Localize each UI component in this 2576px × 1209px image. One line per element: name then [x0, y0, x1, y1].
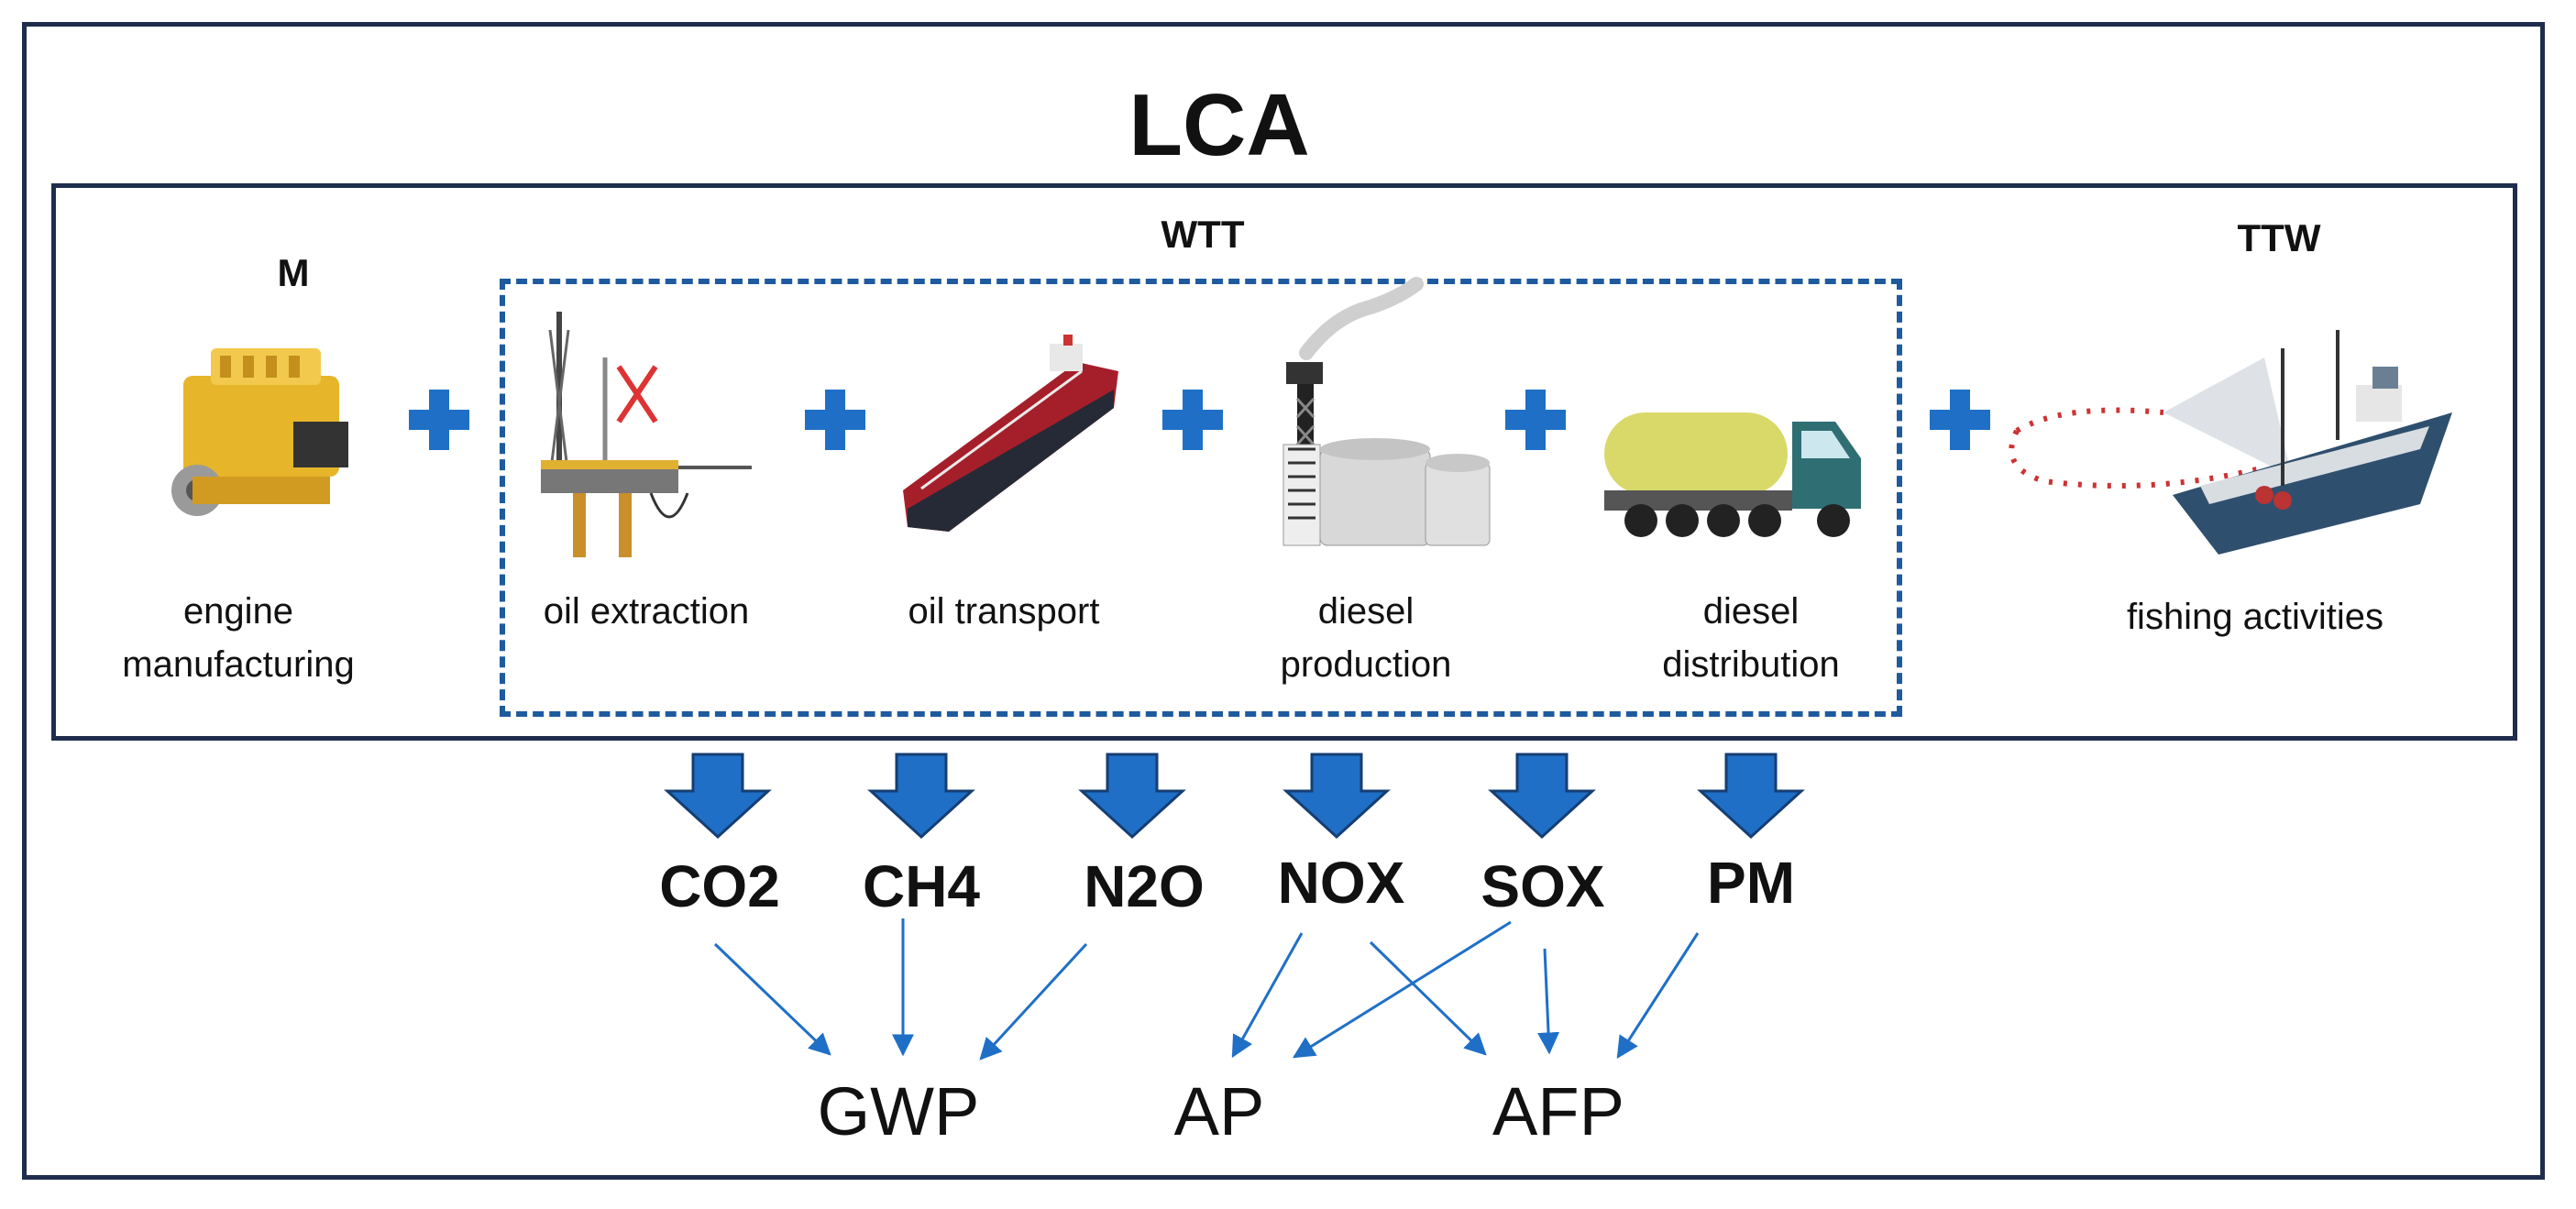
- impact-label-ap: AP: [1173, 1073, 1265, 1149]
- link-nox-afp: [1369, 940, 1487, 1056]
- wtt-dashed-frame: [500, 279, 1902, 717]
- down-arrow-icon: [1488, 753, 1596, 840]
- link-nox-ap: [1231, 932, 1304, 1059]
- page-title: LCA: [1128, 76, 1310, 174]
- inner-frame: [51, 183, 2517, 741]
- stage-label-fishing-activities: fishing activities: [2126, 597, 2384, 637]
- down-arrow-icon: [1697, 753, 1805, 840]
- down-arrow-icon: [1282, 753, 1391, 840]
- refinery-icon: [1282, 277, 1491, 546]
- plus-icon: [1930, 390, 1990, 450]
- down-arrow-icon: [867, 753, 975, 840]
- emission-label-nox: NOX: [1277, 850, 1405, 916]
- plus-icon: [1162, 390, 1223, 450]
- fishing-boat-icon: [2009, 330, 2452, 555]
- emission-label-ch4: CH4: [862, 853, 981, 919]
- oil-rig-icon: [541, 312, 752, 557]
- outer-frame: [22, 22, 2545, 1180]
- stage-label-oil-transport: oil transport: [908, 591, 1100, 632]
- tanker-truck-icon: [1604, 412, 1861, 537]
- emission-label-pm: PM: [1707, 850, 1795, 916]
- link-n2o-gwp: [979, 942, 1088, 1061]
- tanker-ship-icon: [903, 335, 1118, 532]
- section-label-m: M: [277, 251, 310, 294]
- emission-label-co2: CO2: [659, 853, 780, 919]
- down-arrow-icon: [1078, 753, 1186, 840]
- emission-label-sox: SOX: [1481, 853, 1605, 919]
- engine-icon: [171, 348, 348, 516]
- section-label-ttw: TTW: [2237, 216, 2321, 259]
- impact-label-gwp: GWP: [817, 1073, 980, 1149]
- down-arrow-icon: [664, 753, 772, 840]
- link-co2-gwp: [713, 942, 831, 1056]
- link-sox-ap: [1292, 920, 1512, 1059]
- section-label-wtt: WTT: [1161, 213, 1245, 256]
- plus-icon: [409, 390, 469, 450]
- impact-label-afp: AFP: [1492, 1073, 1624, 1149]
- plus-icon: [1505, 390, 1566, 450]
- stage-label-oil-extraction: oil extraction: [543, 591, 750, 632]
- link-sox-afp: [1537, 948, 1560, 1055]
- emission-label-n2o: N2O: [1084, 853, 1205, 919]
- plus-icon: [805, 390, 865, 450]
- link-pm-afp: [1616, 932, 1700, 1060]
